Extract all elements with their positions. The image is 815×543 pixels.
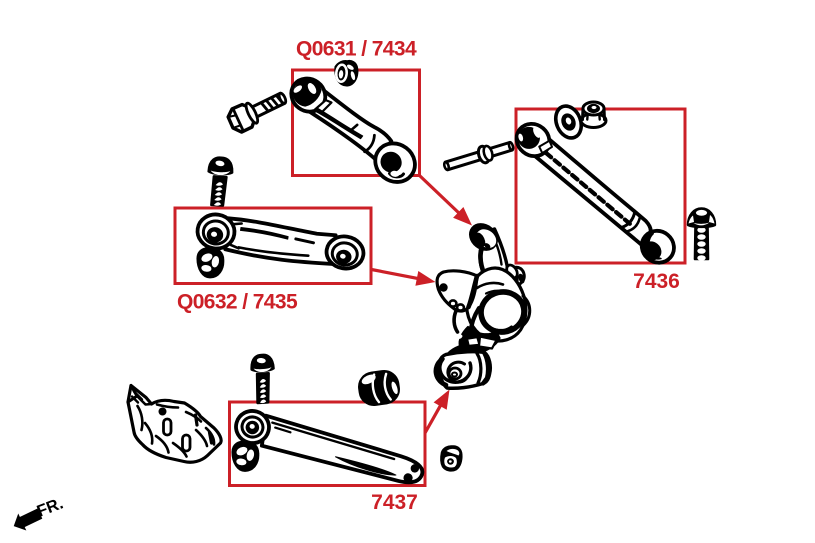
svg-text:7436: 7436 (633, 270, 680, 293)
svg-text:Q0631 / 7434: Q0631 / 7434 (296, 38, 417, 61)
svg-text:Q0632 / 7435: Q0632 / 7435 (177, 291, 298, 314)
svg-text:7437: 7437 (371, 491, 418, 514)
